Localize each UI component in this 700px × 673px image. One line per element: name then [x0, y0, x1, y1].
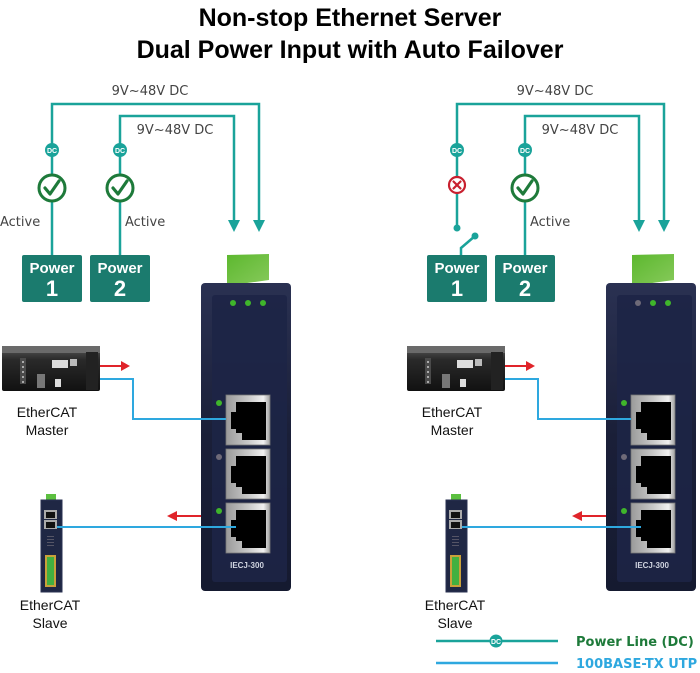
voltage-label-outer: 9V~48V DC — [517, 84, 594, 99]
arrow-right-icon — [526, 361, 535, 371]
ethercat-master-device — [407, 346, 505, 391]
rj45-socket-icon — [231, 456, 266, 494]
port-led-1 — [216, 400, 222, 406]
slave-connector — [46, 494, 56, 500]
power-label: Power — [502, 260, 547, 277]
dc-badge-icon: DC — [113, 143, 127, 157]
master-label-line1: EtherCAT — [17, 404, 78, 420]
rj45-port-2 — [630, 448, 676, 500]
port-led-3 — [216, 508, 222, 514]
ethercat-slave-device — [445, 494, 468, 593]
power-number: 2 — [114, 276, 126, 301]
legend-power-label: Power Line (DC) — [576, 635, 694, 650]
utp-cable-master — [505, 378, 631, 420]
power2-status: Active — [125, 215, 165, 230]
system-led-1 — [230, 300, 236, 306]
dc-badge-icon: DC — [450, 143, 464, 157]
port-led-2 — [621, 454, 627, 460]
dc-badge-icon — [489, 634, 503, 648]
iecj-300-device: IECJ-300 — [201, 254, 291, 591]
rj45-socket-icon — [636, 402, 671, 440]
slave-connector — [451, 494, 461, 500]
x-circle-icon — [447, 175, 467, 195]
rj45-socket-icon — [231, 402, 266, 440]
svg-text:DC: DC — [452, 148, 462, 155]
rj45-port-1 — [630, 394, 676, 446]
svg-text:DC: DC — [520, 148, 530, 155]
rj45-port-1 — [225, 394, 271, 446]
power-number: 1 — [451, 276, 463, 301]
ethercat-slave-device — [40, 494, 63, 593]
port-led-3 — [621, 508, 627, 514]
slave-label-line2: Slave — [32, 615, 67, 631]
power1-status: Active — [0, 215, 40, 230]
arrow-down-icon — [658, 220, 670, 232]
slave-label-line2: Slave — [437, 615, 472, 631]
device-model: IECJ-300 — [230, 561, 264, 570]
switch-contact-icon — [453, 224, 461, 232]
system-led-2 — [245, 300, 251, 306]
svg-text:DC: DC — [115, 148, 125, 155]
arrow-left-icon — [167, 511, 177, 521]
system-led-3 — [260, 300, 266, 306]
system-led-2 — [650, 300, 656, 306]
power-connector — [632, 254, 674, 284]
arrow-down-icon — [253, 220, 265, 232]
power-label: Power — [29, 260, 74, 277]
port-led-2 — [216, 454, 222, 460]
power-number: 1 — [46, 276, 58, 301]
power2-status: Active — [530, 215, 570, 230]
port-led-1 — [621, 400, 627, 406]
master-label-line2: Master — [26, 422, 69, 438]
rj45-socket-icon — [636, 510, 671, 548]
svg-text:DC: DC — [47, 148, 57, 155]
dc-badge-icon: DC — [45, 143, 59, 157]
voltage-label-outer: 9V~48V DC — [112, 84, 189, 99]
slave-label-line1: EtherCAT — [425, 597, 486, 613]
rj45-port-2 — [225, 448, 271, 500]
iecj-300-device: IECJ-300 — [606, 254, 696, 591]
voltage-label-inner: 9V~48V DC — [137, 123, 214, 138]
rj45-socket-icon — [231, 510, 266, 548]
arrow-down-icon — [633, 220, 645, 232]
power-number: 2 — [519, 276, 531, 301]
arrow-left-icon — [572, 511, 582, 521]
ethercat-master-device — [2, 346, 100, 391]
check-circle-icon — [510, 173, 540, 203]
utp-cable-master — [100, 378, 226, 420]
power-connector — [227, 254, 269, 284]
power-label: Power — [97, 260, 142, 277]
dc-badge-icon: DC — [518, 143, 532, 157]
title-line-2: Dual Power Input with Auto Failover — [136, 36, 564, 64]
arrow-right-icon — [121, 361, 130, 371]
check-circle-icon — [37, 173, 67, 203]
arrow-down-icon — [228, 220, 240, 232]
system-led-3 — [665, 300, 671, 306]
dc-badge-text: DC — [491, 639, 501, 646]
master-label-line2: Master — [431, 422, 474, 438]
master-label-line1: EtherCAT — [422, 404, 483, 420]
open-switch-icon — [459, 235, 476, 258]
device-model: IECJ-300 — [635, 561, 669, 570]
slave-label-line1: EtherCAT — [20, 597, 81, 613]
check-circle-icon — [105, 173, 135, 203]
rj45-socket-icon — [636, 456, 671, 494]
legend-utp-label: 100BASE-TX UTP — [576, 657, 697, 672]
system-led-1 — [635, 300, 641, 306]
power-label: Power — [434, 260, 479, 277]
voltage-label-inner: 9V~48V DC — [542, 123, 619, 138]
title-line-1: Non-stop Ethernet Server — [198, 4, 502, 32]
